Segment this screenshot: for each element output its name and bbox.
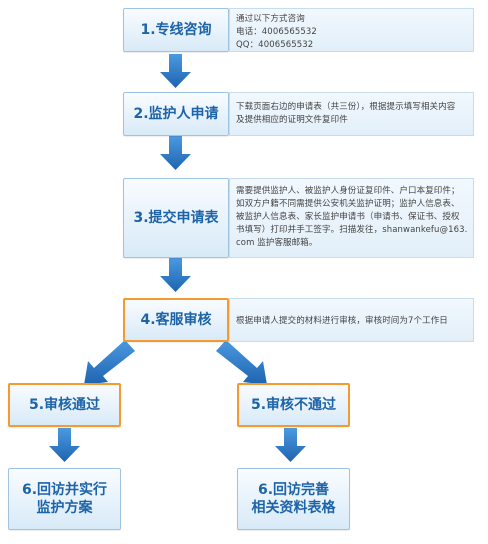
panel-apply-info: 下载页面右边的申请表（共三份），根据提示填写相关内容 及提供相应的证明文件复印件 [229,92,474,136]
step-1-hotline: 1.专线咨询 [123,8,229,52]
panel-3-line-3: 被监护人信息表、家长监护申请书（申请书、保证书、授权 [236,212,460,222]
arrow-down-icon [160,258,191,292]
panel-3-line-1: 需要提供监护人、被监护人身份证复印件、户口本复印件； [236,186,460,196]
panel-1-line-1: 通过以下方式咨询 [236,14,305,24]
arrow-down-icon [49,428,80,462]
arrow-down-right-icon [216,340,267,385]
panel-4-line-1: 根据申请人提交的材料进行审核，审核时间为7个工作日 [236,316,448,326]
step-6a-line-2: 监护方案 [36,500,93,516]
step-6-revisit-implement: 6.回访并实行 监护方案 [8,468,121,530]
panel-1-line-3: QQ：4006565532 [236,40,314,50]
arrow-down-icon [160,54,191,88]
panel-3-line-2: 如双方户籍不同需提供公安机关监护证明；监护人信息表、 [236,199,460,209]
step-5a-label: 5.审核通过 [28,397,101,413]
step-2-guardian-apply: 2.监护人申请 [123,92,229,136]
step-2-label: 2.监护人申请 [133,106,219,122]
step-5b-label: 5.审核不通过 [250,397,337,413]
arrow-down-icon [160,136,191,170]
panel-3-line-5: com 监护客服邮箱。 [236,238,318,248]
panel-1-line-2: 电话：4006565532 [236,27,317,37]
panel-review-info: 根据申请人提交的材料进行审核，审核时间为7个工作日 [229,298,474,342]
panel-submit-info: 需要提供监护人、被监护人身份证复印件、户口本复印件； 如双方户籍不同需提供公安机… [229,178,474,258]
panel-2-line-1: 下载页面右边的申请表（共三份），根据提示填写相关内容 [236,102,456,112]
step-6-revisit-complete: 6.回访完善 相关资料表格 [237,468,350,530]
step-4-service-review: 4.客服审核 [123,298,229,342]
step-5-approved: 5.审核通过 [8,383,121,427]
panel-2-line-2: 及提供相应的证明文件复印件 [236,115,348,125]
step-3-submit-form: 3.提交申请表 [123,178,229,258]
step-6b-line-2: 相关资料表格 [251,500,336,516]
step-5-rejected: 5.审核不通过 [237,383,350,427]
step-4-label: 4.客服审核 [140,312,212,328]
panel-3-line-4: 书填写）打印并手工签字。扫描发往，shanwankefu@163. [236,225,467,235]
step-1-label: 1.专线咨询 [140,22,212,38]
arrow-down-icon [275,428,306,462]
step-6a-line-1: 6.回访并实行 [21,482,108,498]
step-6b-line-1: 6.回访完善 [257,482,330,498]
panel-hotline-info: 通过以下方式咨询 电话：4006565532 QQ：4006565532 [229,8,474,52]
arrow-down-left-icon [84,340,135,385]
step-3-label: 3.提交申请表 [133,210,219,226]
